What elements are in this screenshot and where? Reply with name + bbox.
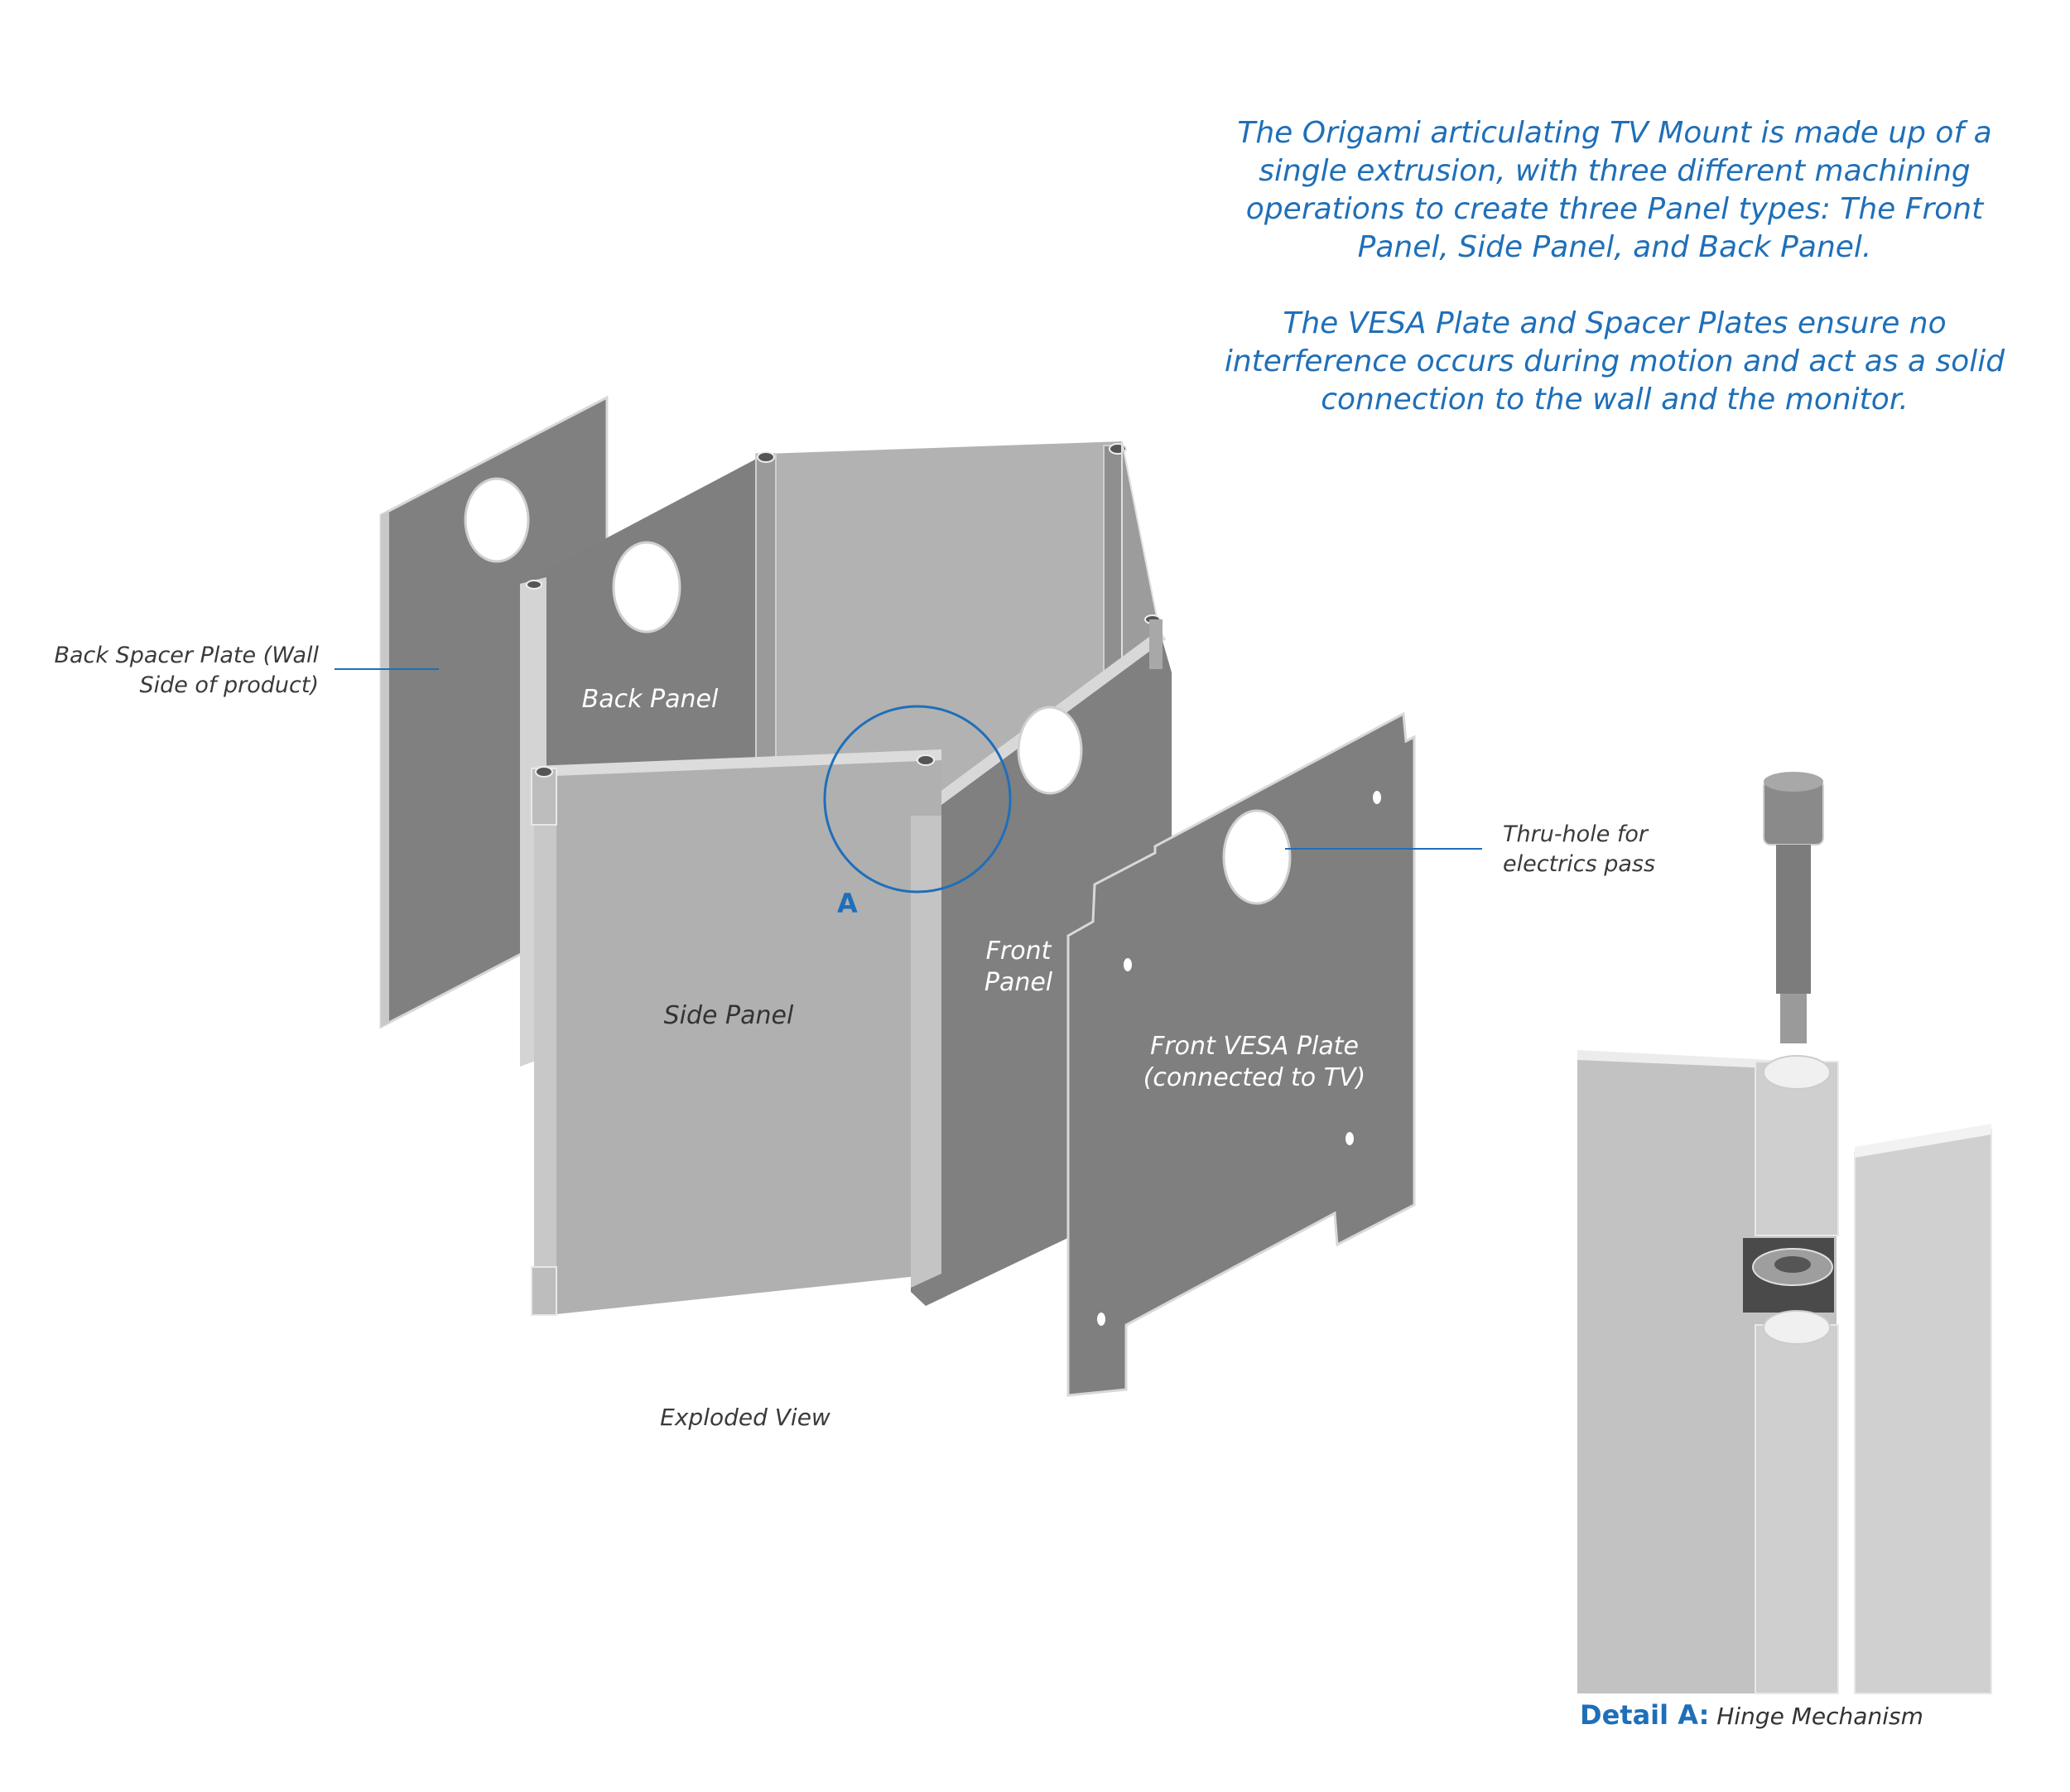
detail-a-marker: A (837, 888, 858, 919)
description-line: The Origami articulating TV Mount is mad… (1237, 116, 1992, 150)
description-line: single extrusion, with three different m… (1259, 154, 1971, 188)
hinge-rod (531, 768, 557, 826)
front-panel-hole (1017, 706, 1083, 795)
detail-left-panel-top (1577, 1050, 1772, 1068)
screw-head-top (1764, 772, 1823, 792)
vesa-screw-hole (1346, 1132, 1354, 1145)
screw-thread (1780, 994, 1807, 1043)
back-spacer-plate-edge (381, 511, 389, 1027)
description-line: The VESA Plate and Spacer Plates ensure … (1283, 306, 1947, 340)
thru-hole-callout: Thru-hole for electrics pass (1503, 820, 1751, 879)
detail-knuckle-top (1755, 1061, 1839, 1236)
front-panel-label-line: Panel (984, 968, 1053, 997)
detail-right-panel-top (1855, 1124, 1991, 1158)
detail-a-caption: Detail A: Hinge Mechanism (1580, 1699, 1923, 1731)
hinge-rod (1149, 619, 1163, 669)
callout-line: Back Spacer Plate (Wall (54, 643, 319, 668)
detail-a-title: Hinge Mechanism (1716, 1703, 1923, 1730)
back-panel-hole (612, 541, 681, 633)
detail-a-circle (823, 705, 1012, 894)
hinge-screw (535, 766, 553, 778)
detail-right-panel (1854, 1128, 1992, 1694)
front-vesa-label-line: Front VESA Plate (1150, 1032, 1359, 1061)
back-spacer-hole (464, 477, 530, 563)
vesa-screw-hole (1373, 791, 1381, 804)
description-line: Panel, Side Panel, and Back Panel. (1357, 230, 1872, 264)
description-paragraph-2: The VESA Plate and Spacer Plates ensure … (1180, 305, 2049, 419)
callout-line: Side of product) (139, 672, 319, 698)
detail-knuckle-top-hole (1763, 1055, 1831, 1090)
screw-shank (1776, 845, 1811, 994)
front-vesa-label-line: (connected to TV) (1143, 1063, 1366, 1092)
side-panel-left-edge (534, 772, 556, 1314)
callout-line: electrics pass (1503, 851, 1656, 877)
front-panel-label-line: Front (985, 937, 1052, 966)
front-vesa-plate (1066, 711, 1416, 1397)
hinge-screw (917, 754, 935, 766)
detail-a-view (1577, 772, 1992, 1694)
side-panel-top-edge (534, 749, 941, 777)
callout-line: Thru-hole for (1503, 821, 1649, 847)
back-panel-label: Back Panel (581, 685, 719, 714)
vesa-screw-hole (1097, 1313, 1105, 1326)
side-panel (534, 758, 941, 1314)
description-paragraph-1: The Origami articulating TV Mount is mad… (1180, 114, 2049, 267)
description-line: operations to create three Panel types: … (1245, 192, 1984, 226)
detail-washer-hole (1774, 1256, 1811, 1273)
front-panel-label: Front Panel (944, 936, 1093, 999)
detail-knuckle-bottom (1755, 1324, 1839, 1694)
vesa-screw-hole (1124, 958, 1132, 971)
hinge-screw (757, 451, 775, 463)
hinge-screw (526, 580, 542, 590)
side-panel-label: Side Panel (663, 1001, 794, 1030)
hinge-rod (755, 453, 777, 802)
side-panel-right-step (911, 816, 941, 1288)
description-line: connection to the wall and the monitor. (1321, 383, 1909, 417)
front-vesa-label: Front VESA Plate (connected to TV) (1114, 1031, 1395, 1094)
vesa-plate-hole (1222, 809, 1292, 905)
back-spacer-callout: Back Spacer Plate (Wall Side of product) (33, 641, 319, 701)
hinge-rod (531, 1266, 557, 1316)
detail-knuckle-bottom-hole (1763, 1310, 1831, 1345)
detail-a-label: Detail A: (1580, 1699, 1710, 1731)
description-line: interference occurs during motion and ac… (1224, 344, 2005, 378)
exploded-view-caption: Exploded View (660, 1404, 830, 1431)
